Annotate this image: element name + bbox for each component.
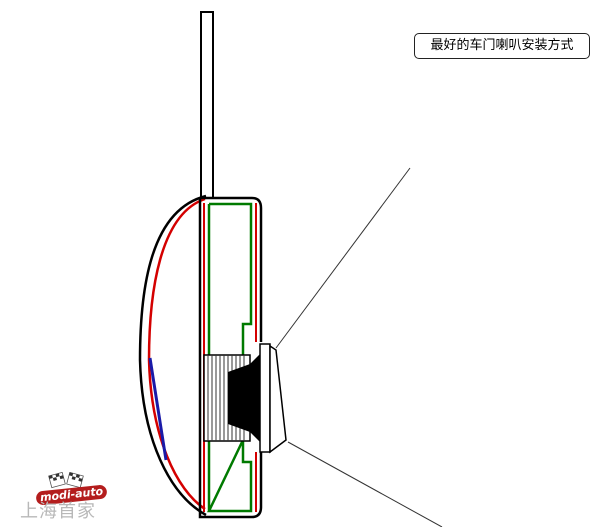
checkered-flag-icon bbox=[48, 472, 84, 489]
speaker-frame bbox=[259, 343, 271, 453]
watermark-site-text: 上海首家 bbox=[20, 501, 96, 522]
window-rail bbox=[200, 11, 214, 199]
speaker-cone bbox=[250, 352, 262, 444]
projection-line-lower bbox=[287, 441, 443, 527]
speaker-grille bbox=[269, 344, 287, 454]
outer-door-skin bbox=[138, 194, 207, 517]
door-panel-outline bbox=[198, 196, 263, 519]
projection-line-upper bbox=[275, 167, 411, 349]
green-liner bbox=[207, 202, 253, 513]
blue-accent-line bbox=[148, 357, 168, 461]
diagram-caption: 最好的车门喇叭安装方式 bbox=[414, 33, 590, 59]
speaker-magnet bbox=[228, 364, 250, 432]
watermark: modi-auto 上海首家 bbox=[18, 472, 118, 524]
